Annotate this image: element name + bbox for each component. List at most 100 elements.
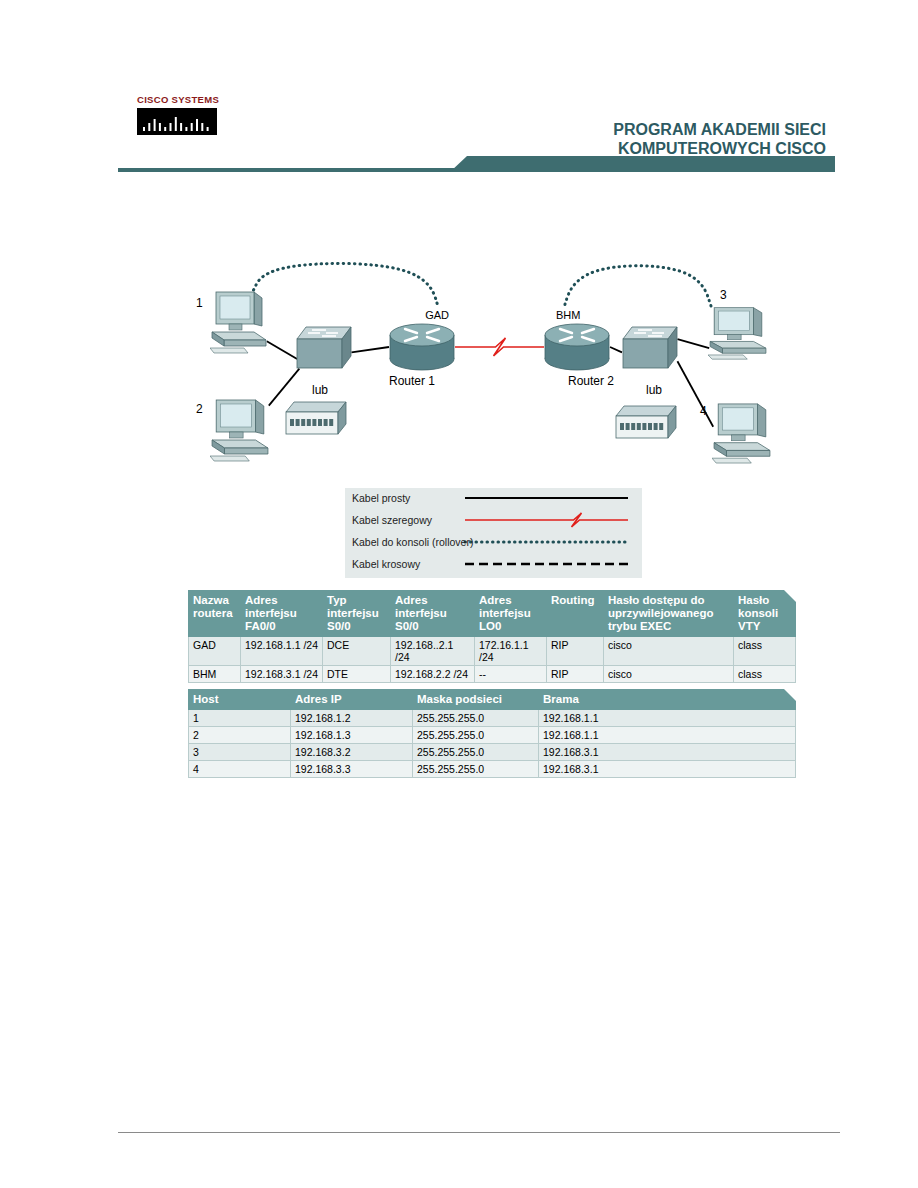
callout-number: 1 bbox=[196, 296, 203, 310]
table-cell: 192.168.3.2 bbox=[291, 744, 413, 761]
header-cell: Adres interfejsu FA0/0 bbox=[241, 591, 323, 637]
cell-value: 255.255.255.0 bbox=[417, 763, 484, 775]
router-symbol bbox=[544, 323, 610, 371]
cell-value: cisco bbox=[608, 668, 632, 680]
table-cell: cisco bbox=[604, 666, 734, 683]
router-name: GAD bbox=[389, 308, 455, 323]
router-label: Router 2 bbox=[568, 374, 614, 388]
table-cell: 255.255.255.0 bbox=[413, 744, 539, 761]
header-title: PROGRAM AKADEMII SIECI bbox=[613, 121, 826, 139]
column-heading: Maska podsieci bbox=[417, 693, 502, 705]
table-cell: RIP bbox=[547, 666, 604, 683]
cell-value: 192.168.3.1 /24 bbox=[245, 668, 318, 680]
straight-cable bbox=[677, 339, 709, 348]
cell-value: DTE bbox=[327, 668, 348, 680]
column-heading: Adres interfejsu LO0 bbox=[479, 594, 531, 632]
table-cell: 192.168.2.2 /24 bbox=[391, 666, 475, 683]
column-heading: Nazwa routera bbox=[193, 594, 233, 619]
cell-value: 192.168.2.2 /24 bbox=[395, 668, 468, 680]
header-cell: Brama bbox=[539, 690, 796, 710]
legend-text: Kabel prosty bbox=[352, 490, 410, 506]
cell-value: DCE bbox=[327, 639, 349, 651]
straight-cable bbox=[351, 347, 389, 352]
cell-value: -- bbox=[479, 668, 486, 680]
pc-node: 1 bbox=[210, 290, 268, 354]
table-cell: 192.168.1.2 bbox=[291, 710, 413, 727]
legend-sample bbox=[465, 541, 628, 544]
header-cell: Nazwa routera bbox=[189, 591, 241, 637]
cell-value: 192.168.1.1 bbox=[543, 729, 598, 741]
cell-value: 1 bbox=[193, 712, 199, 724]
hub-symbol bbox=[616, 406, 676, 438]
cell-value: BHM bbox=[193, 668, 216, 680]
table-cell: 192.168.1.1 bbox=[539, 710, 796, 727]
cell-value: 192.168..2.1 /24 bbox=[395, 639, 453, 663]
column-heading: Host bbox=[193, 693, 219, 705]
cell-value: 192.168.3.1 bbox=[543, 763, 598, 775]
table-cell: class bbox=[734, 666, 796, 683]
data-table: Nazwa routeraAdres interfejsu FA0/0Typ i… bbox=[188, 590, 796, 683]
table-cell: DTE bbox=[323, 666, 391, 683]
straight-cable bbox=[610, 347, 622, 352]
table-cell: 192.168.1.1 bbox=[539, 727, 796, 744]
pc-node: 4 bbox=[712, 402, 772, 464]
cell-value: 192.168.1.2 bbox=[295, 712, 350, 724]
table-cell: 255.255.255.0 bbox=[413, 710, 539, 727]
header-cell: Maska podsieci bbox=[413, 690, 539, 710]
table-cell: 192.168.3.1 /24 bbox=[241, 666, 323, 683]
straight-cable bbox=[269, 369, 300, 406]
cell-value: 192.168.3.3 bbox=[295, 763, 350, 775]
cell-value: class bbox=[738, 639, 762, 651]
logo-block bbox=[137, 108, 217, 135]
column-heading: Adres IP bbox=[295, 693, 342, 705]
logo-bars bbox=[143, 117, 209, 131]
table-cell: 172.16.1.1 /24 bbox=[475, 637, 547, 666]
table-cell: 3 bbox=[189, 744, 291, 761]
table-cell: DCE bbox=[323, 637, 391, 666]
cell-value: 192.168.1.1 /24 bbox=[245, 639, 318, 651]
column-heading: Adres interfejsu FA0/0 bbox=[245, 594, 297, 632]
table-cell: 192.168.3.1 bbox=[539, 761, 796, 778]
cell-value: 255.255.255.0 bbox=[417, 729, 484, 741]
column-heading: Routing bbox=[551, 594, 594, 606]
device-label: lub bbox=[646, 383, 662, 397]
column-heading: Hasło konsoli VTY bbox=[738, 594, 778, 632]
cell-value: 2 bbox=[193, 729, 199, 741]
header-title: KOMPUTEROWYCH CISCO bbox=[618, 140, 826, 158]
cell-value: RIP bbox=[551, 639, 569, 651]
router-node: GADRouter 1 bbox=[389, 308, 455, 371]
table-cell: -- bbox=[475, 666, 547, 683]
table-cell: 192.168.1.1 /24 bbox=[241, 637, 323, 666]
table-cell: 192.168.3.3 bbox=[291, 761, 413, 778]
cell-value: 4 bbox=[193, 763, 199, 775]
pc-node: 2 bbox=[210, 398, 270, 462]
table-cell: 4 bbox=[189, 761, 291, 778]
header-cell: Adres interfejsu S0/0 bbox=[391, 591, 475, 637]
table-cell: RIP bbox=[547, 637, 604, 666]
cell-value: 172.16.1.1 /24 bbox=[479, 639, 529, 663]
column-heading: Brama bbox=[543, 693, 579, 705]
cell-value: 192.168.1.3 bbox=[295, 729, 350, 741]
cell-value: RIP bbox=[551, 668, 569, 680]
column-heading: Adres interfejsu S0/0 bbox=[395, 594, 447, 632]
legend-sample bbox=[465, 497, 628, 499]
cell-value: 192.168.1.1 bbox=[543, 712, 598, 724]
cell-value: 3 bbox=[193, 746, 199, 758]
cell-value: cisco bbox=[608, 639, 632, 651]
straight-cable bbox=[267, 341, 297, 359]
legend-text: Kabel krosowy bbox=[352, 556, 420, 572]
legend-text: Kabel do konsoli (rollover) bbox=[352, 534, 473, 550]
router-label: Router 1 bbox=[389, 374, 435, 388]
cell-value: GAD bbox=[193, 639, 216, 651]
router-node: BHMRouter 2 bbox=[544, 308, 610, 371]
hub-symbol bbox=[286, 402, 346, 434]
table-cell: 2 bbox=[189, 727, 291, 744]
table-cell: BHM bbox=[189, 666, 241, 683]
logo-text: CISCO SYSTEMS bbox=[137, 94, 219, 105]
straight-cable bbox=[677, 361, 713, 427]
router-name: BHM bbox=[544, 308, 610, 323]
data-table: Host Adres IP Maska podsieci Brama 1 192.168.… bbox=[188, 689, 796, 778]
header-cell: Hasło dostępu do uprzywilejowanego trybu… bbox=[604, 591, 734, 637]
table-cell: 192.168..2.1 /24 bbox=[391, 637, 475, 666]
column-heading: Hasło dostępu do uprzywilejowanego trybu… bbox=[608, 594, 713, 632]
